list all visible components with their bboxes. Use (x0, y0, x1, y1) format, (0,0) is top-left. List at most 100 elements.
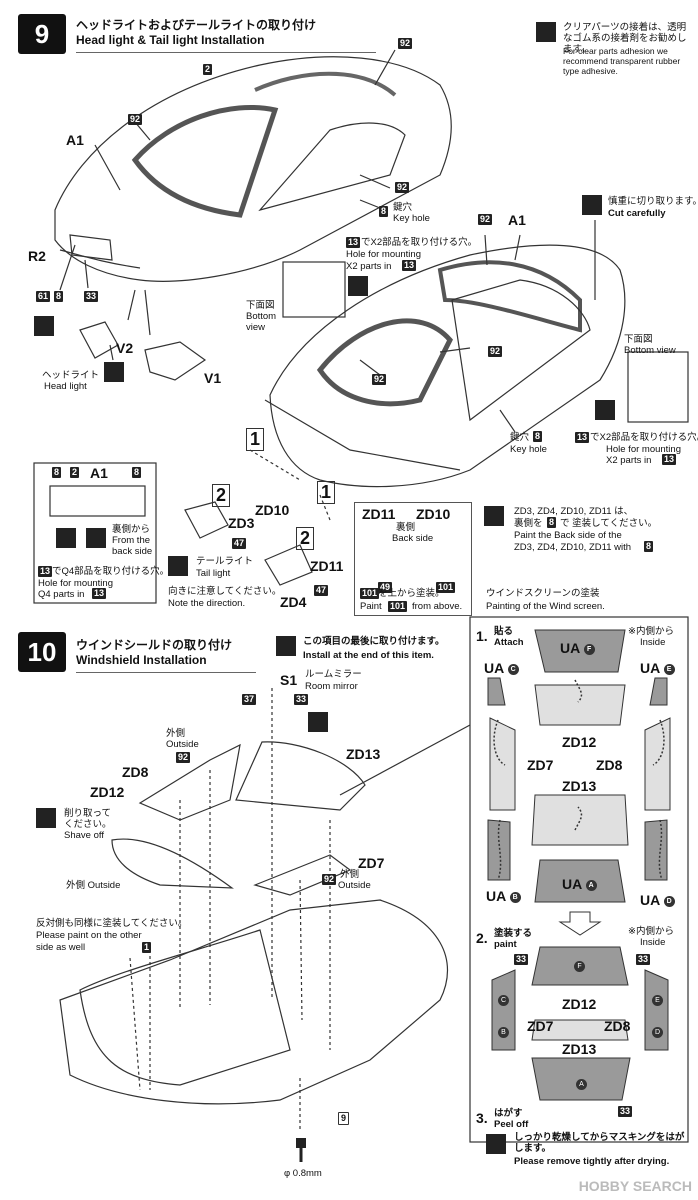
part-47-b: 47 (314, 585, 329, 596)
ua-b-label: UA B (486, 888, 521, 904)
label-v2: V2 (116, 340, 134, 356)
zd-note-jp-pre: 裏側を (514, 518, 543, 529)
label-zd8: ZD8 (122, 764, 149, 780)
ws-title-en: Painting of the Wind screen. (486, 601, 605, 612)
ua-c-label: UA C (484, 660, 519, 676)
part-101-b: 101 (360, 588, 380, 599)
ws-zd12-label: ZD12 (562, 734, 597, 750)
part-8-box-a: 8 (52, 467, 62, 478)
ws-zd8-label: ZD8 (596, 757, 623, 773)
label-s1: S1 (280, 672, 298, 688)
inside-jp-1: ※内側から (628, 626, 674, 637)
label-r2: R2 (28, 248, 46, 264)
install-end-jp: この項目の最後に取り付けます。 (303, 636, 445, 647)
part-49: 49 (378, 582, 393, 593)
inside-jp-2: ※内側から (628, 926, 674, 937)
bottom-view-en2: view (246, 322, 266, 333)
room-mirror-en: Room mirror (305, 681, 358, 692)
glue-icon-mirror (308, 712, 328, 732)
part-8-box-b: 8 (132, 467, 142, 478)
step-9-number: 9 (18, 14, 66, 54)
backside-jp: 裏側 (396, 522, 416, 533)
step-paint-num: 2. (476, 930, 488, 946)
shave-jp1: 削り取って (64, 808, 112, 819)
part-8-right: 8 (533, 431, 543, 442)
ws-paint-e: E (652, 992, 663, 1010)
part-47-a: 47 (232, 538, 247, 549)
ws-paint-zd7: ZD7 (527, 1018, 554, 1034)
glue-icon-2 (104, 362, 124, 382)
ws-paint-a: A (576, 1076, 587, 1094)
label-a1: A1 (66, 132, 84, 148)
windshield-zd13 (235, 741, 366, 811)
part-37: 37 (242, 694, 257, 705)
zd-note-en1: Paint the Back side of the (514, 530, 622, 541)
windshield-zd7 (253, 854, 352, 896)
ws-title-jp: ウインドスクリーンの塗装 (486, 588, 600, 599)
part-101-a: 101 (436, 582, 456, 593)
label-zd3: ZD3 (228, 515, 255, 531)
ws-zd13-label: ZD13 (562, 778, 597, 794)
part-13-b: 13 (402, 260, 417, 271)
ws-paint-zd13: ZD13 (562, 1041, 597, 1057)
zd-paint-box (354, 502, 472, 616)
step-10-title-jp: ウインドシールドの取り付け (76, 638, 233, 652)
direction-jp: 向きに注意してください。 (168, 586, 282, 597)
step-10-title-en: Windshield Installation (76, 653, 207, 667)
label-a1-right: A1 (508, 212, 526, 228)
label-zd11: ZD11 (310, 558, 344, 574)
outside-jp-right: 外側 (340, 869, 360, 880)
q4-hole-jp: でQ4部品を取り付ける穴。 (52, 566, 170, 577)
bottom-view-right-en: Bottom view (624, 345, 676, 356)
part-13-d: 13 (662, 454, 677, 465)
ws-paint-c: C (498, 992, 509, 1010)
label-zd7: ZD7 (358, 855, 385, 871)
part-8-r2: 8 (54, 291, 64, 302)
zd-note-jp2: で 塗装してください。 (560, 518, 658, 529)
label-zd10-a: ZD10 (255, 502, 290, 518)
step-9-rule (76, 52, 376, 53)
bottom-view-right-jp: 下面図 (624, 334, 653, 345)
backside-en: Back side (392, 533, 434, 544)
label-zd11-box: ZD11 (362, 506, 396, 522)
step-9-title-jp: ヘッドライトおよびテールライトの取り付け (76, 18, 317, 32)
outside-bilingual: 外側 Outside (66, 880, 121, 891)
part-2: 2 (203, 64, 213, 75)
label-zd4: ZD4 (280, 594, 307, 610)
outside-en-right: Outside (338, 880, 371, 891)
hole-x2-en: Hole for mounting (346, 249, 421, 260)
step-paint-en: paint (494, 939, 517, 950)
part-92-right-c: 92 (372, 374, 387, 385)
step-9-title-en: Head light & Tail light Installation (76, 33, 265, 47)
step-peel-en: Peel off (494, 1119, 529, 1130)
label-zd13: ZD13 (346, 746, 381, 762)
clear-parts-note-jp: クリアパーツの接着は、透明なゴム系の接着剤をお勧めします。 (563, 22, 687, 55)
part-92-zd7: 92 (322, 874, 337, 885)
cut-icon-right (582, 195, 602, 215)
step-paint-jp: 塗装する (494, 928, 533, 939)
ws-paint-zd12: ZD12 (562, 996, 597, 1012)
hole-x2-jp-right: でX2部品を取り付ける穴。 (590, 432, 698, 443)
step-10-rule (76, 672, 256, 673)
label-v1: V1 (204, 370, 222, 386)
remove-jp: しっかり乾燥してからマスキングをはがします。 (514, 1132, 685, 1154)
outside-en-top: Outside (166, 739, 199, 750)
from-back-en2: back side (112, 546, 153, 557)
part-92-right: 92 (395, 182, 410, 193)
step-peel-num: 3. (476, 1110, 488, 1126)
part-33-ws-b: 33 (636, 954, 651, 965)
install-end-en: Install at the end of this item. (303, 650, 434, 661)
sequence-2-b: 2 (296, 527, 315, 550)
headlight-en: Head light (44, 381, 87, 392)
drill-size: φ 0.8mm (284, 1168, 322, 1179)
shave-jp2: ください。 (64, 819, 112, 830)
paint-icon-box (56, 528, 76, 548)
ws-zd7-label: ZD7 (527, 757, 554, 773)
part-2-box: 2 (70, 467, 80, 478)
part-92-right-b: 92 (488, 346, 503, 357)
outside-jp-top: 外側 (166, 728, 186, 739)
sequence-2-a: 2 (212, 484, 231, 507)
ws-paint-d: D (652, 1024, 663, 1042)
paint-icon-peel (486, 1134, 506, 1154)
